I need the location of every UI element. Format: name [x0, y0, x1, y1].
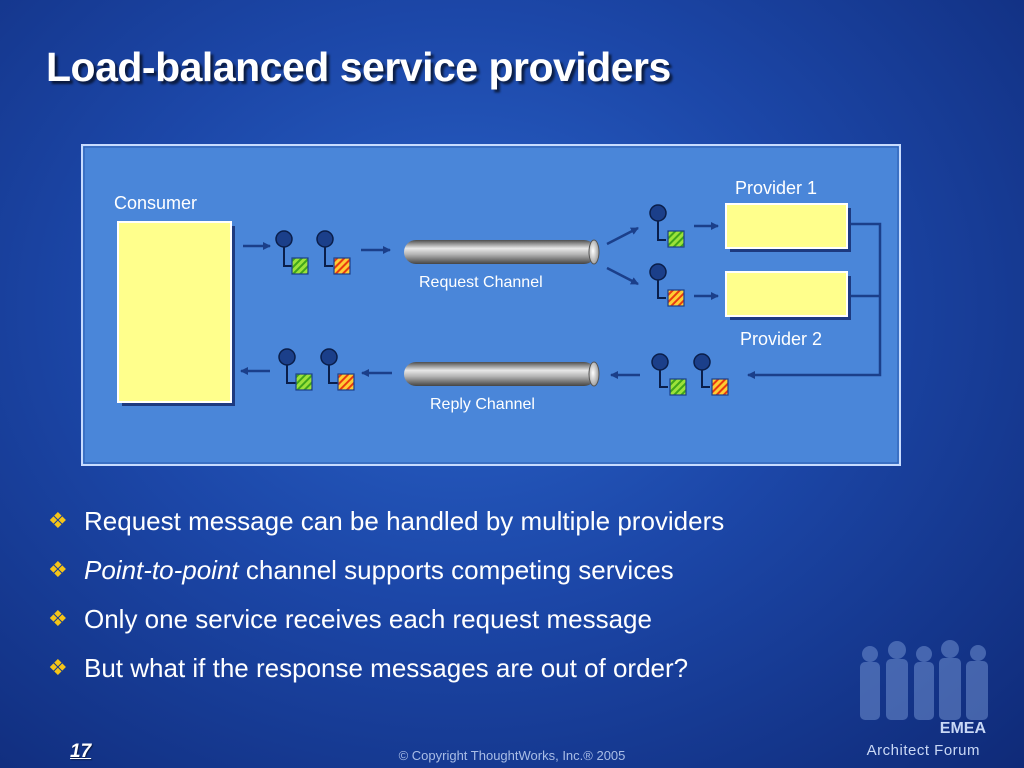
logo-line2: Architect Forum [866, 742, 980, 759]
bullet-list: ❖ Request message can be handled by mult… [48, 506, 724, 702]
diamond-bullet-icon: ❖ [48, 655, 68, 680]
bullet-item: ❖ Request message can be handled by mult… [48, 506, 724, 555]
request-channel-pipe [404, 239, 600, 265]
diamond-bullet-icon: ❖ [48, 508, 68, 533]
bullet-text: But what if the response messages are ou… [84, 653, 689, 683]
provider2-label: Provider 2 [740, 329, 822, 349]
bullet-item: ❖ Only one service receives each request… [48, 604, 724, 653]
message-icon [693, 353, 729, 396]
arrow-icon [606, 226, 639, 246]
slide-title: Load-balanced service providers [46, 44, 671, 90]
diamond-bullet-icon: ❖ [48, 557, 68, 582]
bullet-text: channel supports competing services [238, 555, 674, 585]
emea-architect-forum-logo: EMEA Architect Forum [846, 640, 1016, 764]
reply-channel-label: Reply Channel [430, 396, 535, 413]
message-icon [320, 348, 355, 391]
bullet-text: Only one service receives each request m… [84, 604, 652, 634]
bullet-text: Request message can be handled by multip… [84, 506, 725, 536]
message-icon [651, 353, 687, 396]
message-icon [316, 230, 351, 275]
provider1-box [725, 203, 848, 249]
arrow-icon [606, 266, 639, 286]
bullet-item: ❖ Point-to-point channel supports compet… [48, 555, 724, 604]
message-icon [649, 204, 685, 248]
reply-connector [851, 222, 882, 377]
request-channel-label: Request Channel [419, 274, 543, 291]
bullet-item: ❖ But what if the response messages are … [48, 653, 724, 702]
copyright-footer: © Copyright ThoughtWorks, Inc.® 2005 [398, 748, 626, 763]
message-icon [278, 348, 313, 391]
page-number: 17 [70, 741, 92, 762]
provider1-label: Provider 1 [735, 178, 817, 198]
message-icon [275, 230, 309, 275]
provider2-box [725, 271, 848, 317]
consumer-box [117, 221, 232, 403]
message-icon [649, 263, 685, 307]
consumer-label: Consumer [114, 193, 197, 213]
diamond-bullet-icon: ❖ [48, 606, 68, 631]
people-silhouette-icon [860, 640, 988, 720]
bullet-emphasis: Point-to-point [84, 555, 239, 585]
reply-channel-pipe [404, 361, 600, 387]
logo-line1: EMEA [939, 720, 986, 737]
